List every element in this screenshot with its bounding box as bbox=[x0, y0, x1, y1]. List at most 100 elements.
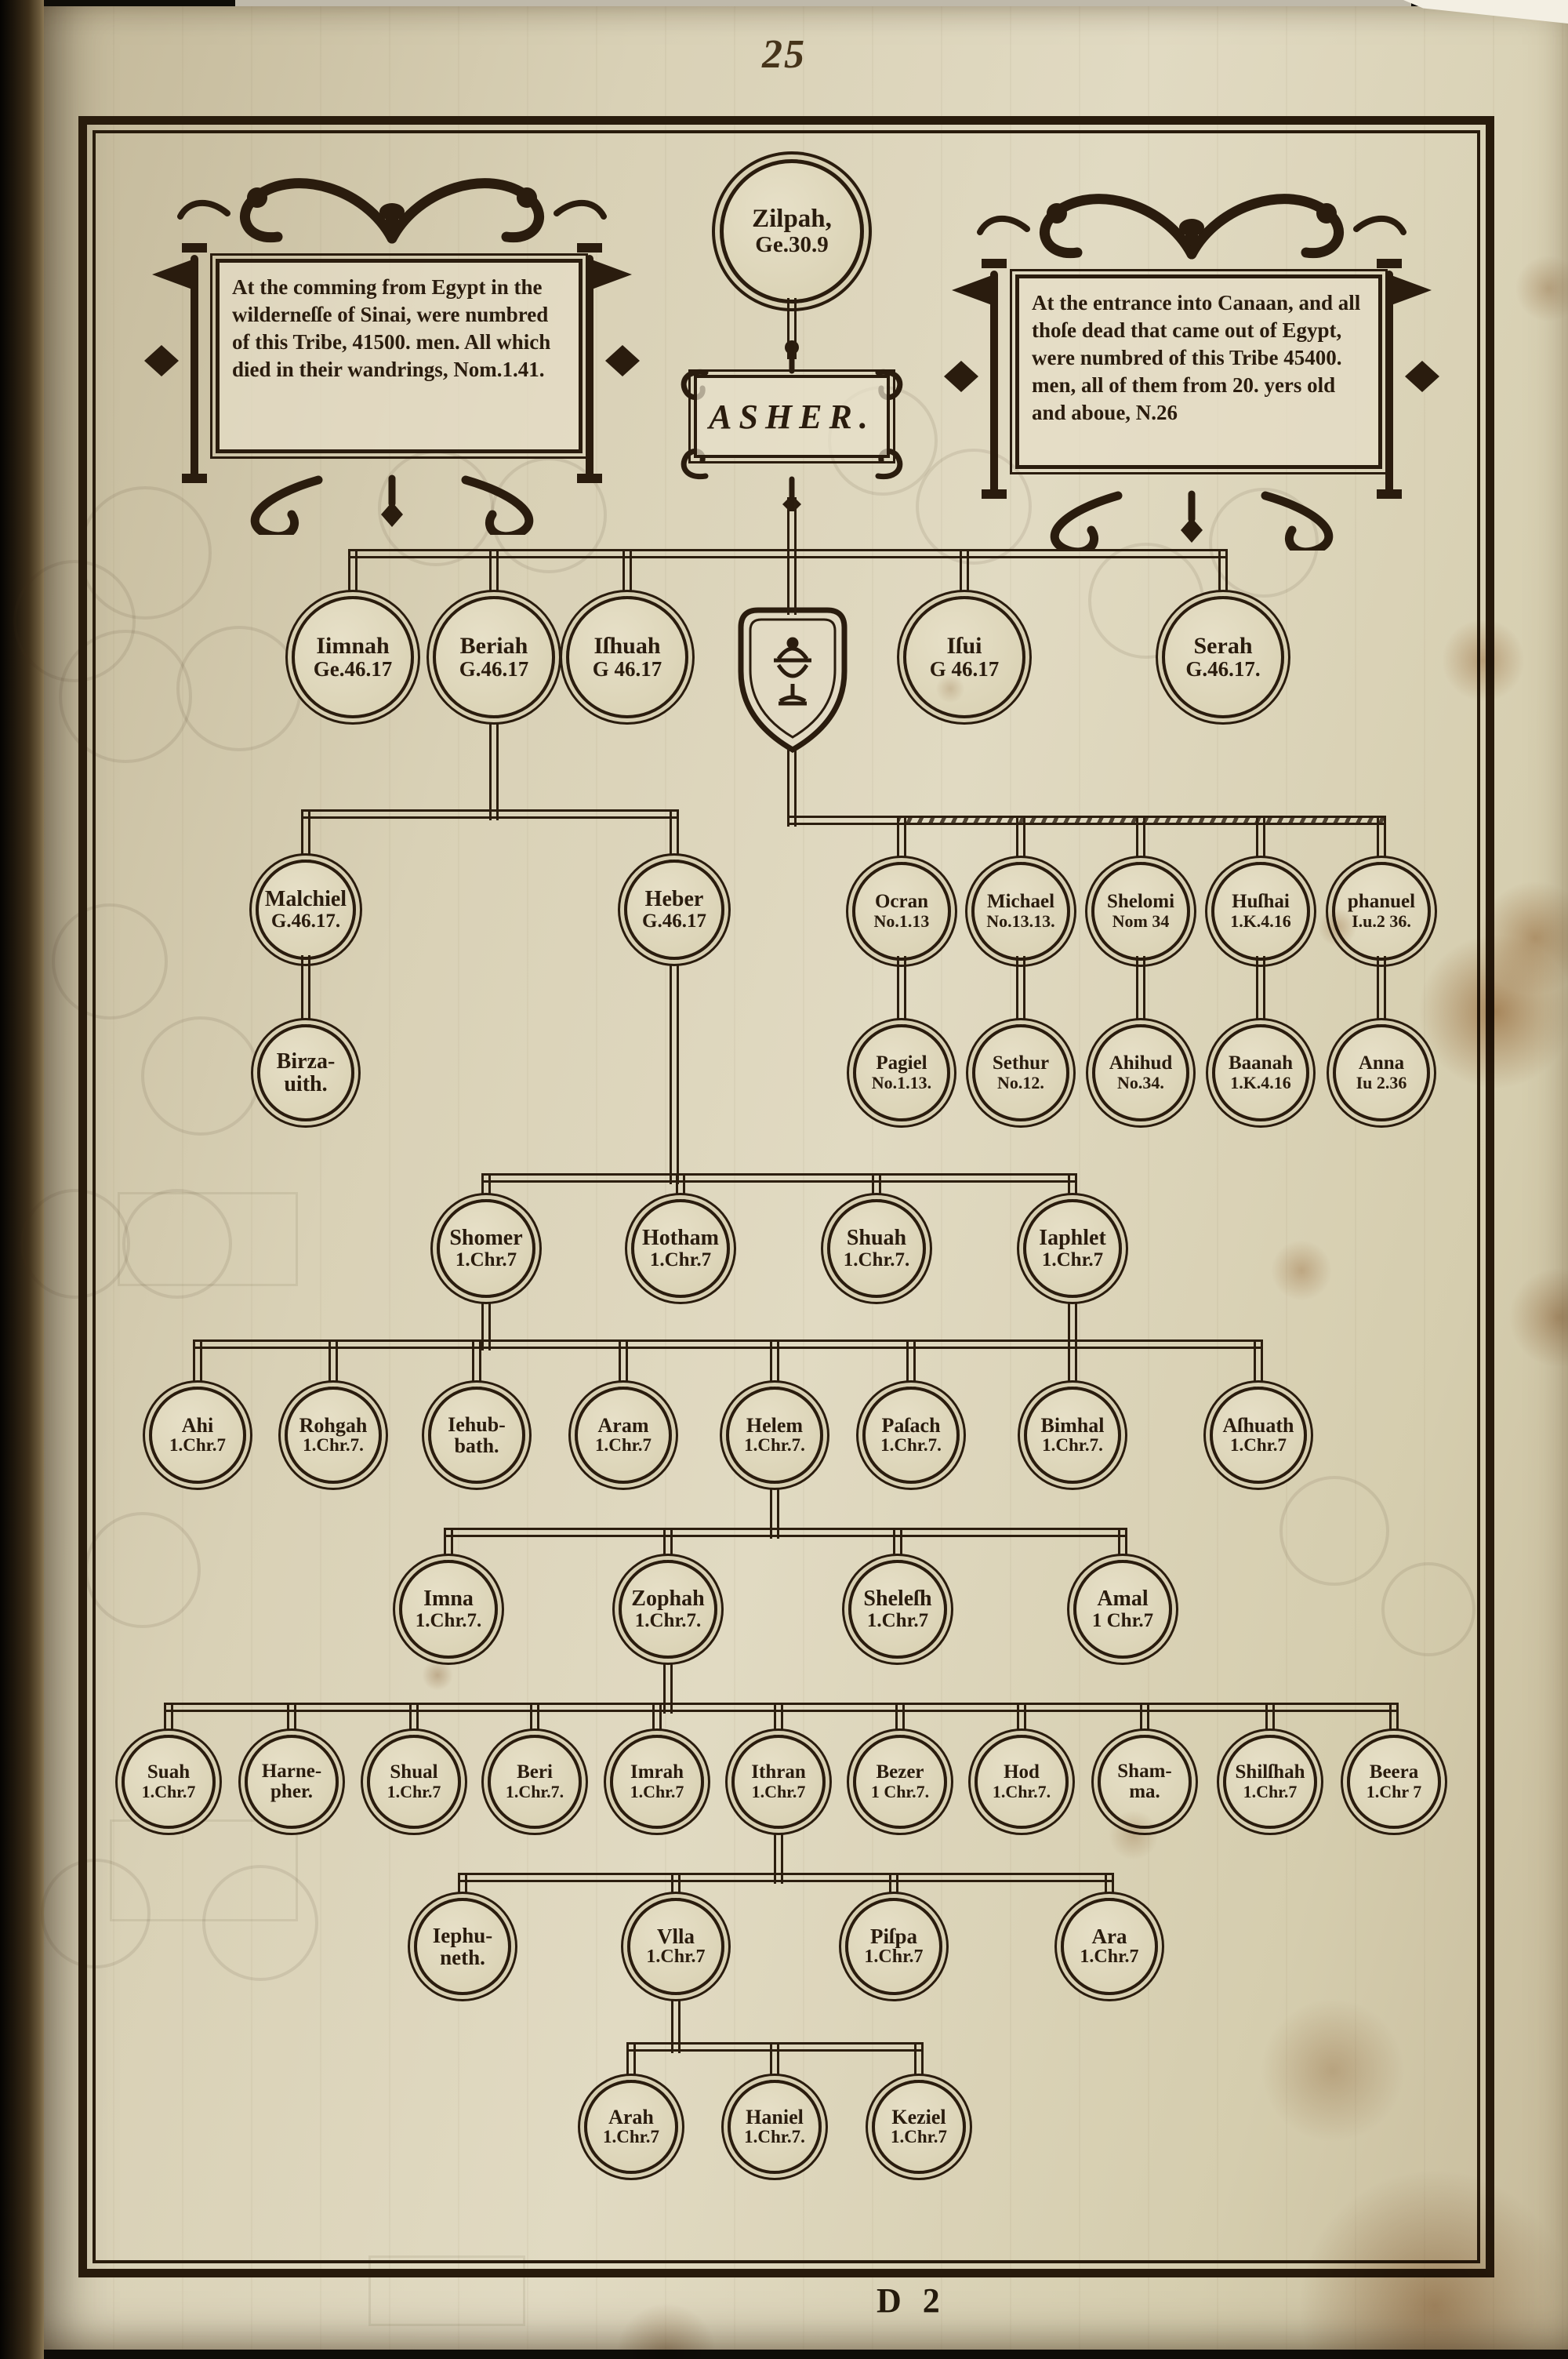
node-name: Baanah bbox=[1229, 1052, 1293, 1074]
node-name: Sham- ma. bbox=[1117, 1761, 1172, 1802]
node-scripture-ref: 1.Chr.7 bbox=[455, 1249, 517, 1271]
tribe-banner: ASHER. bbox=[674, 337, 909, 511]
connector-line bbox=[619, 1339, 628, 1391]
node-name: Sethur bbox=[992, 1052, 1050, 1074]
node-name: Iephu- neth. bbox=[432, 1923, 493, 1969]
connector-line bbox=[1140, 1703, 1149, 1739]
tribe-name-plate: ASHER. bbox=[688, 369, 895, 463]
node-name: Shomer bbox=[449, 1225, 523, 1250]
connector-line bbox=[622, 549, 632, 601]
connector-line bbox=[1377, 956, 1386, 1029]
node-name: Serah bbox=[1193, 632, 1253, 659]
connector-line bbox=[670, 954, 679, 1184]
node-scripture-ref: G.46.17 bbox=[459, 657, 529, 682]
node-name: Hotham bbox=[642, 1225, 719, 1250]
node-name: Iaphlet bbox=[1039, 1225, 1106, 1250]
connector-line bbox=[1265, 1703, 1275, 1739]
connector-line bbox=[1256, 956, 1265, 1029]
connector-line bbox=[444, 1528, 453, 1565]
node-scripture-ref: 1.Chr.7. bbox=[744, 2127, 805, 2147]
tribe-name: ASHER. bbox=[709, 397, 875, 436]
node-scripture-ref: No.1.13 bbox=[873, 911, 930, 932]
node-name: Imna bbox=[423, 1586, 474, 1611]
node-name: Arah bbox=[608, 2106, 654, 2129]
node-name: Aſhuath bbox=[1222, 1414, 1294, 1438]
node-name: Beera bbox=[1369, 1761, 1419, 1783]
node-scripture-ref: 1.Chr.7 bbox=[1243, 1782, 1298, 1802]
node-scripture-ref: No.34. bbox=[1117, 1073, 1164, 1093]
node-name: Iimnah bbox=[316, 632, 390, 659]
left-cartouche: At the comming from Egypt in the wildern… bbox=[133, 166, 651, 535]
tree-node-zilpah: Zilpah, Ge.30.9 bbox=[720, 159, 864, 304]
connector-line bbox=[530, 1703, 539, 1739]
blank-shield-emblem-icon bbox=[738, 607, 848, 754]
connector-line bbox=[663, 1528, 673, 1565]
connector-line bbox=[670, 809, 679, 864]
node-name: Bimhal bbox=[1040, 1414, 1105, 1438]
node-name: Anna bbox=[1358, 1052, 1405, 1074]
node-scripture-ref: No.1.13. bbox=[871, 1073, 932, 1093]
connector-line bbox=[301, 955, 310, 1029]
node-name: Rohgah bbox=[299, 1414, 368, 1438]
connector-line bbox=[481, 1292, 491, 1350]
tree-node-shamma: Sham- ma. bbox=[1098, 1735, 1192, 1829]
node-scripture-ref: 1.K.4.16 bbox=[1230, 911, 1291, 932]
node-scripture-ref: G.46.17. bbox=[1185, 657, 1261, 682]
connector-line bbox=[1389, 1703, 1399, 1739]
right-cartouche-text: At the entrance into Canaan, and all tho… bbox=[1010, 269, 1388, 474]
connector-line bbox=[770, 1478, 779, 1539]
connector-line bbox=[897, 816, 906, 867]
node-name: Haniel bbox=[746, 2106, 804, 2129]
node-scripture-ref: 1.Chr.7 bbox=[141, 1782, 196, 1802]
connector-line bbox=[787, 298, 797, 359]
connector-line bbox=[895, 1703, 905, 1739]
node-scripture-ref: 1.Chr.7 bbox=[751, 1782, 806, 1802]
connector-line bbox=[301, 809, 310, 864]
node-scripture-ref: 1 Chr.7. bbox=[870, 1782, 930, 1802]
node-name: Malchiel bbox=[264, 886, 347, 911]
node-name: Iſui bbox=[946, 632, 982, 659]
node-scripture-ref: Ge.46.17 bbox=[313, 657, 393, 682]
connector-line bbox=[774, 1703, 783, 1739]
node-scripture-ref: 1.Chr.7 bbox=[891, 2127, 947, 2147]
node-name: Birza- uith. bbox=[276, 1049, 336, 1096]
node-name: Hod bbox=[1004, 1761, 1040, 1783]
connector-line bbox=[489, 712, 499, 820]
node-scripture-ref: Iu 2.36 bbox=[1356, 1073, 1407, 1093]
node-scripture-ref: 1.Chr 7 bbox=[1366, 1782, 1422, 1802]
node-name: Aram bbox=[597, 1414, 649, 1438]
connector-line bbox=[663, 1652, 673, 1714]
node-name: Ara bbox=[1091, 1925, 1127, 1948]
connector-line bbox=[1017, 1703, 1026, 1739]
connector-line bbox=[458, 1873, 1114, 1882]
node-name: Vlla bbox=[656, 1925, 695, 1948]
node-name: Shual bbox=[390, 1761, 438, 1783]
node-name: Bezer bbox=[876, 1761, 924, 1783]
connector-line bbox=[328, 1339, 338, 1391]
connector-line bbox=[164, 1703, 173, 1739]
node-scripture-ref: 1.Chr.7 bbox=[595, 1435, 652, 1456]
node-scripture-ref: 1.Chr.7 bbox=[630, 1782, 684, 1802]
node-scripture-ref: 1 Chr.7 bbox=[1091, 1610, 1154, 1632]
node-name: Michael bbox=[986, 891, 1055, 913]
node-name: Keziel bbox=[891, 2106, 946, 2129]
connector-line bbox=[960, 549, 969, 601]
